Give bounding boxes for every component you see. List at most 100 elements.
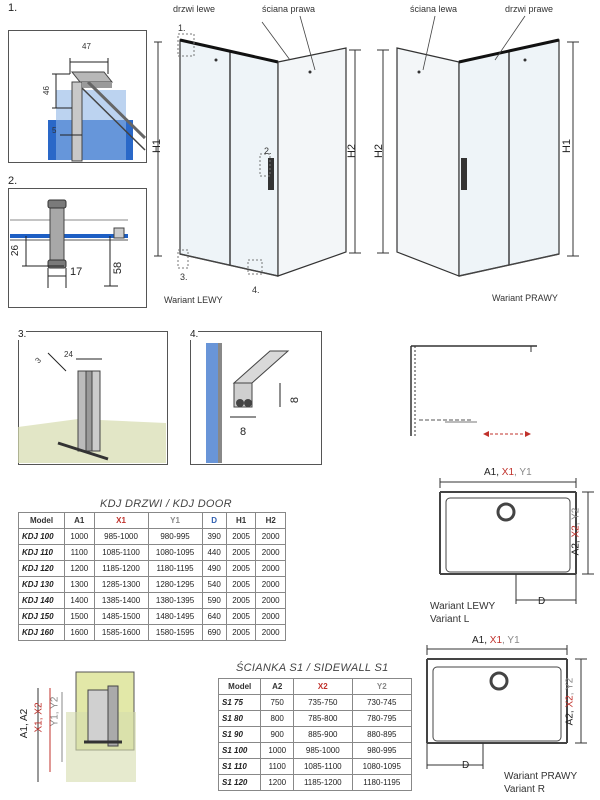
- plan-left-top-dim: A1, X1, Y1: [484, 467, 532, 478]
- left-marker-4: 4.: [252, 285, 260, 295]
- plan-right-drawing: [426, 645, 587, 769]
- table-cell: 1000: [260, 742, 294, 759]
- table-cell: 1185-1200: [93, 560, 149, 577]
- plan-left-side-dim: A2, X2, Y2: [570, 507, 582, 556]
- table-cell: 730-745: [351, 694, 413, 711]
- table-cell: 1080-1095: [147, 544, 203, 561]
- table-cell: 1100: [64, 544, 95, 561]
- door-header-h1: H1: [225, 512, 257, 529]
- table-cell: 800: [260, 710, 294, 727]
- sidewall-detail-drawing: [37, 671, 136, 782]
- table-cell: 2005: [225, 576, 257, 593]
- model-cell: S1 110: [217, 758, 262, 775]
- left-wall-label: ściana prawa: [262, 4, 316, 14]
- table-cell: 2000: [255, 528, 286, 545]
- detail-2-dim-58: 58: [112, 261, 125, 275]
- plan-right-variant-pl: Wariant PRAWY: [504, 771, 578, 782]
- table-cell: 2005: [225, 624, 257, 641]
- table-cell: 1300: [64, 576, 95, 593]
- right-enclosure-drawing: [377, 15, 579, 277]
- door-header-d: D: [201, 512, 227, 529]
- model-cell: S1 75: [217, 694, 262, 711]
- model-cell: KDJ 130: [18, 576, 65, 593]
- sidewall-header-model: Model: [217, 678, 262, 695]
- table-cell: 590: [201, 592, 227, 609]
- table-cell: 540: [201, 576, 227, 593]
- table-cell: 1400: [64, 592, 95, 609]
- door-table-header-row: Model A1 X1 Y1 D H1 H2: [18, 512, 286, 529]
- table-cell: 735-750: [292, 694, 353, 711]
- model-cell: KDJ 150: [18, 608, 65, 625]
- table-cell: 1480-1495: [147, 608, 203, 625]
- table-cell: 2000: [255, 624, 286, 641]
- model-cell: KDJ 160: [18, 624, 65, 641]
- detail-2-drawing: [10, 199, 128, 288]
- table-cell: 2000: [255, 592, 286, 609]
- sidewall-dim-a: A1, A2: [19, 708, 31, 739]
- table-cell: 1385-1400: [93, 592, 149, 609]
- model-cell: KDJ 140: [18, 592, 65, 609]
- table-cell: 1085-1100: [93, 544, 149, 561]
- detail-4-dim-8-vertical: 8: [289, 396, 302, 404]
- table-cell: 440: [201, 544, 227, 561]
- table-cell: 980-995: [147, 528, 203, 545]
- table-cell: 390: [201, 528, 227, 545]
- model-cell: S1 120: [217, 774, 262, 791]
- detail-2-dim-17: 17: [70, 266, 83, 278]
- door-header-model: Model: [18, 512, 65, 529]
- left-marker-2: 2.: [264, 146, 272, 156]
- model-cell: S1 90: [217, 726, 262, 743]
- door-header-y1: Y1: [147, 512, 203, 529]
- plan-right-side-dim: A2, X2, Y2: [564, 677, 576, 726]
- plan-left-d-label: D: [538, 596, 546, 607]
- detail-1-drawing: [48, 58, 147, 162]
- model-cell: S1 100: [217, 742, 262, 759]
- table-cell: 1485-1500: [93, 608, 149, 625]
- sidewall-table-header-row: Model A2 X2 Y2: [217, 678, 413, 695]
- table-cell: 1085-1100: [292, 758, 353, 775]
- table-cell: 1600: [64, 624, 95, 641]
- sidewall-header-y2: Y2: [351, 678, 413, 695]
- table-cell: 1280-1295: [147, 576, 203, 593]
- door-table-title: KDJ DRZWI / KDJ DOOR: [100, 498, 232, 510]
- detail-3-dim-24: 24: [64, 350, 73, 359]
- model-cell: KDJ 110: [18, 544, 65, 561]
- table-cell: 1500: [64, 608, 95, 625]
- left-marker-1: 1.: [178, 23, 186, 33]
- table-cell: 980-995: [351, 742, 413, 759]
- plan-left-variant-pl: Wariant LEWY: [430, 601, 496, 612]
- table-cell: 885-900: [292, 726, 353, 743]
- table-cell: 985-1000: [292, 742, 353, 759]
- table-cell: 1080-1095: [351, 758, 413, 775]
- table-cell: 1185-1200: [292, 774, 353, 791]
- detail-4-number: 4.: [190, 329, 199, 340]
- detail-1-dim-47: 47: [82, 42, 91, 51]
- table-cell: 2000: [255, 544, 286, 561]
- table-cell: 1380-1395: [147, 592, 203, 609]
- table-cell: 2005: [225, 608, 257, 625]
- table-cell: 1180-1195: [147, 560, 203, 577]
- table-cell: 2005: [225, 592, 257, 609]
- detail-3-number: 3.: [18, 329, 27, 340]
- plan-right-top-dim: A1, X1, Y1: [472, 635, 520, 646]
- left-marker-3: 3.: [180, 272, 188, 282]
- table-cell: 2000: [255, 560, 286, 577]
- table-cell: 1285-1300: [93, 576, 149, 593]
- table-cell: 2005: [225, 528, 257, 545]
- table-cell: 2005: [225, 560, 257, 577]
- model-cell: KDJ 100: [18, 528, 65, 545]
- table-cell: 1200: [260, 774, 294, 791]
- plan-left-drawing: [439, 478, 594, 604]
- table-cell: 780-795: [351, 710, 413, 727]
